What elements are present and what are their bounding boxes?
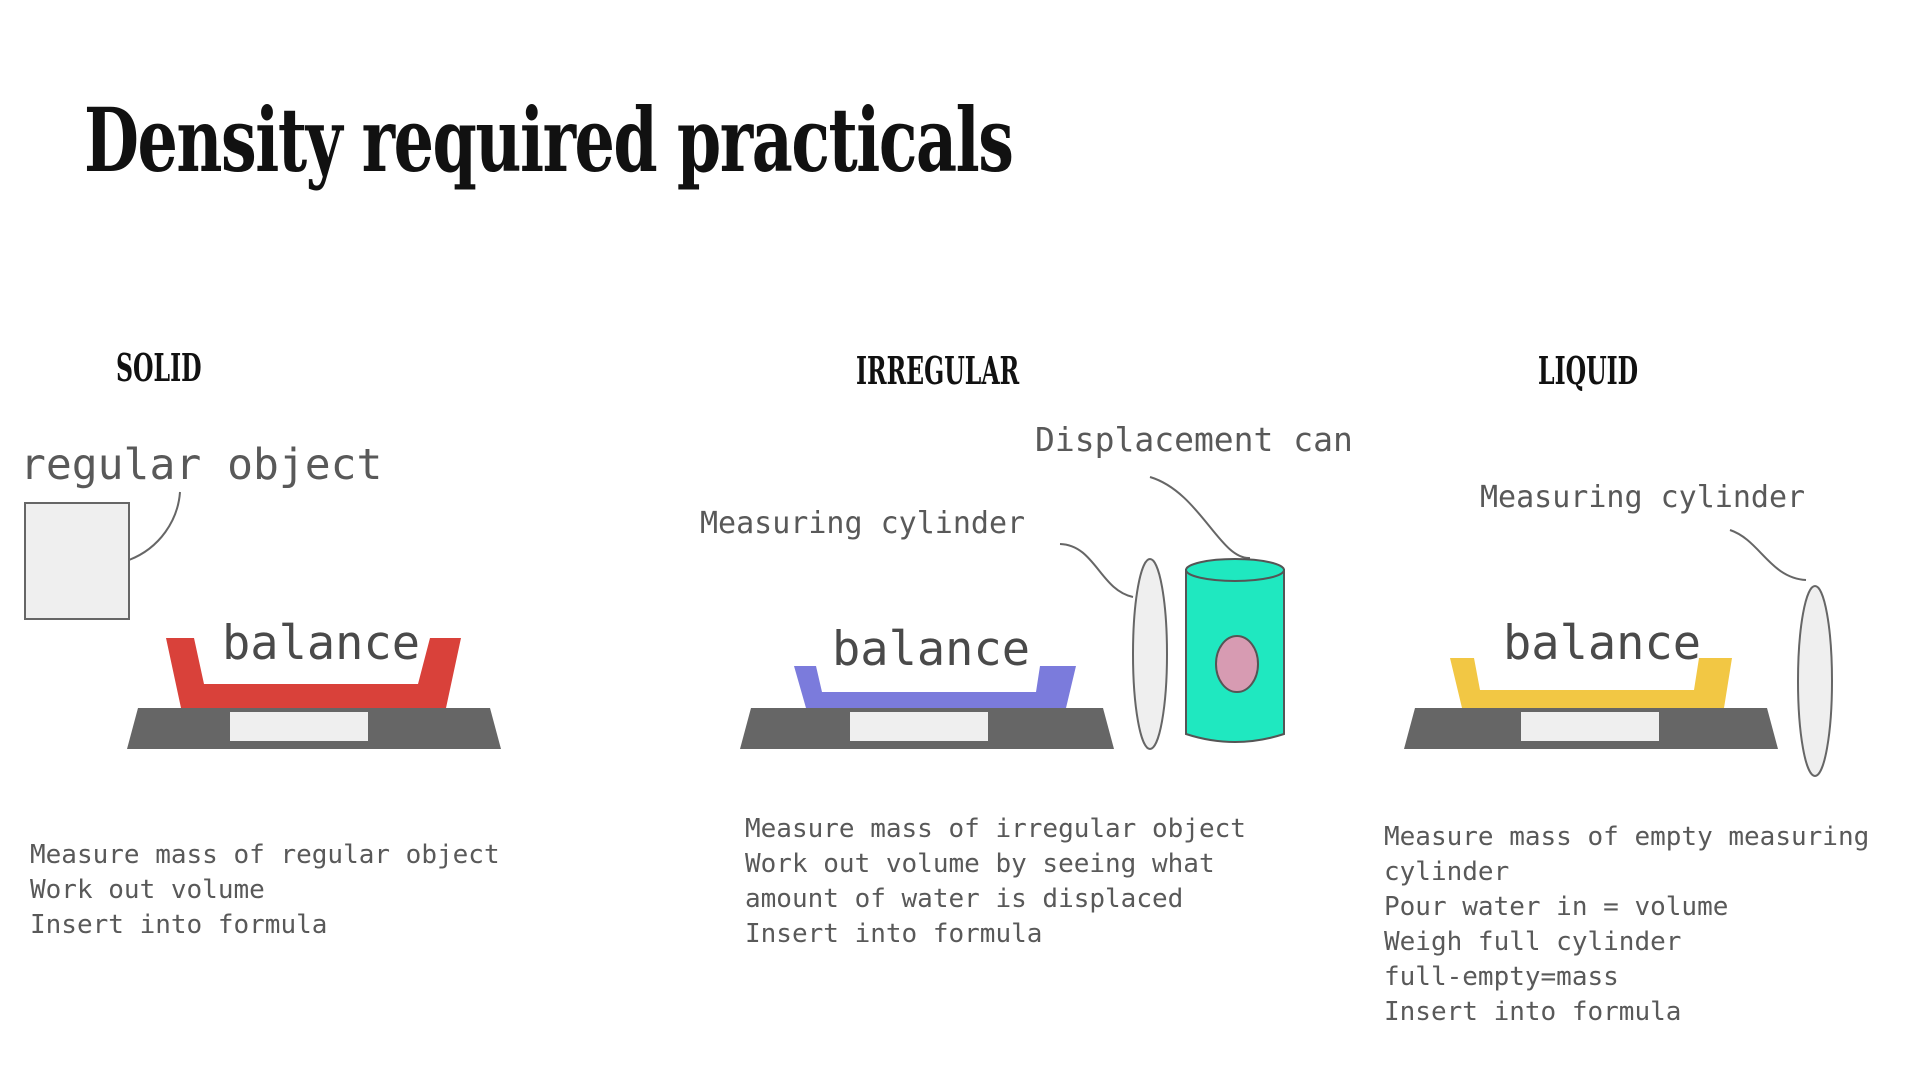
liquid-balance-tray xyxy=(1450,658,1732,708)
irregular-object xyxy=(1215,635,1259,693)
irregular-step: Insert into formula xyxy=(745,919,1043,949)
irregular-step: amount of water is displaced xyxy=(745,884,1184,914)
solid-step: Insert into formula xyxy=(30,910,328,940)
solid-balance-label: balance xyxy=(222,616,421,671)
liquid-step: Pour water in = volume xyxy=(1384,892,1729,922)
liquid-cylinder-pointer xyxy=(1729,529,1807,581)
irregular-cylinder-pointer xyxy=(1059,543,1134,598)
solid-balance-display xyxy=(230,712,368,741)
liquid-measuring-cylinder xyxy=(1797,585,1833,777)
liquid-step: full-empty=mass xyxy=(1384,962,1619,992)
liquid-balance-display xyxy=(1521,712,1659,741)
irregular-balance-label: balance xyxy=(832,622,1031,677)
heading-irregular: irregular xyxy=(856,348,1020,393)
regular-object-pointer xyxy=(128,491,181,561)
heading-liquid: liquid xyxy=(1538,348,1639,393)
displacement-can-rim xyxy=(1185,558,1285,582)
solid-balance-tray xyxy=(166,638,461,708)
solid-steps: Measure mass of regular object Work out … xyxy=(30,838,500,943)
irregular-step: Measure mass of irregular object xyxy=(745,814,1246,844)
liquid-cylinder-label: Measuring cylinder xyxy=(1480,480,1806,515)
liquid-step: Insert into formula xyxy=(1384,997,1682,1027)
irregular-balance-tray xyxy=(794,666,1076,708)
liquid-step: Weigh full cylinder xyxy=(1384,927,1682,957)
solid-step: Work out volume xyxy=(30,875,265,905)
displacement-can-label: Displacement can xyxy=(1035,420,1353,459)
regular-object-box xyxy=(24,502,130,620)
irregular-measuring-cylinder xyxy=(1132,558,1168,750)
irregular-step: Work out volume by seeing what xyxy=(745,849,1215,879)
solid-step: Measure mass of regular object xyxy=(30,840,500,870)
regular-object-label: regular object xyxy=(20,440,383,490)
liquid-balance-label: balance xyxy=(1503,616,1702,671)
liquid-step: cylinder xyxy=(1384,857,1510,887)
irregular-cylinder-label: Measuring cylinder xyxy=(700,506,1026,541)
displacement-can-pointer xyxy=(1149,476,1251,560)
liquid-step: Measure mass of empty measuring xyxy=(1384,822,1870,852)
liquid-steps: Measure mass of empty measuring cylinder… xyxy=(1384,820,1920,1030)
irregular-balance-display xyxy=(850,712,988,741)
page-title: Density required practicals xyxy=(84,88,1014,192)
irregular-steps: Measure mass of irregular object Work ou… xyxy=(745,812,1246,952)
heading-solid: Solid xyxy=(116,345,202,390)
